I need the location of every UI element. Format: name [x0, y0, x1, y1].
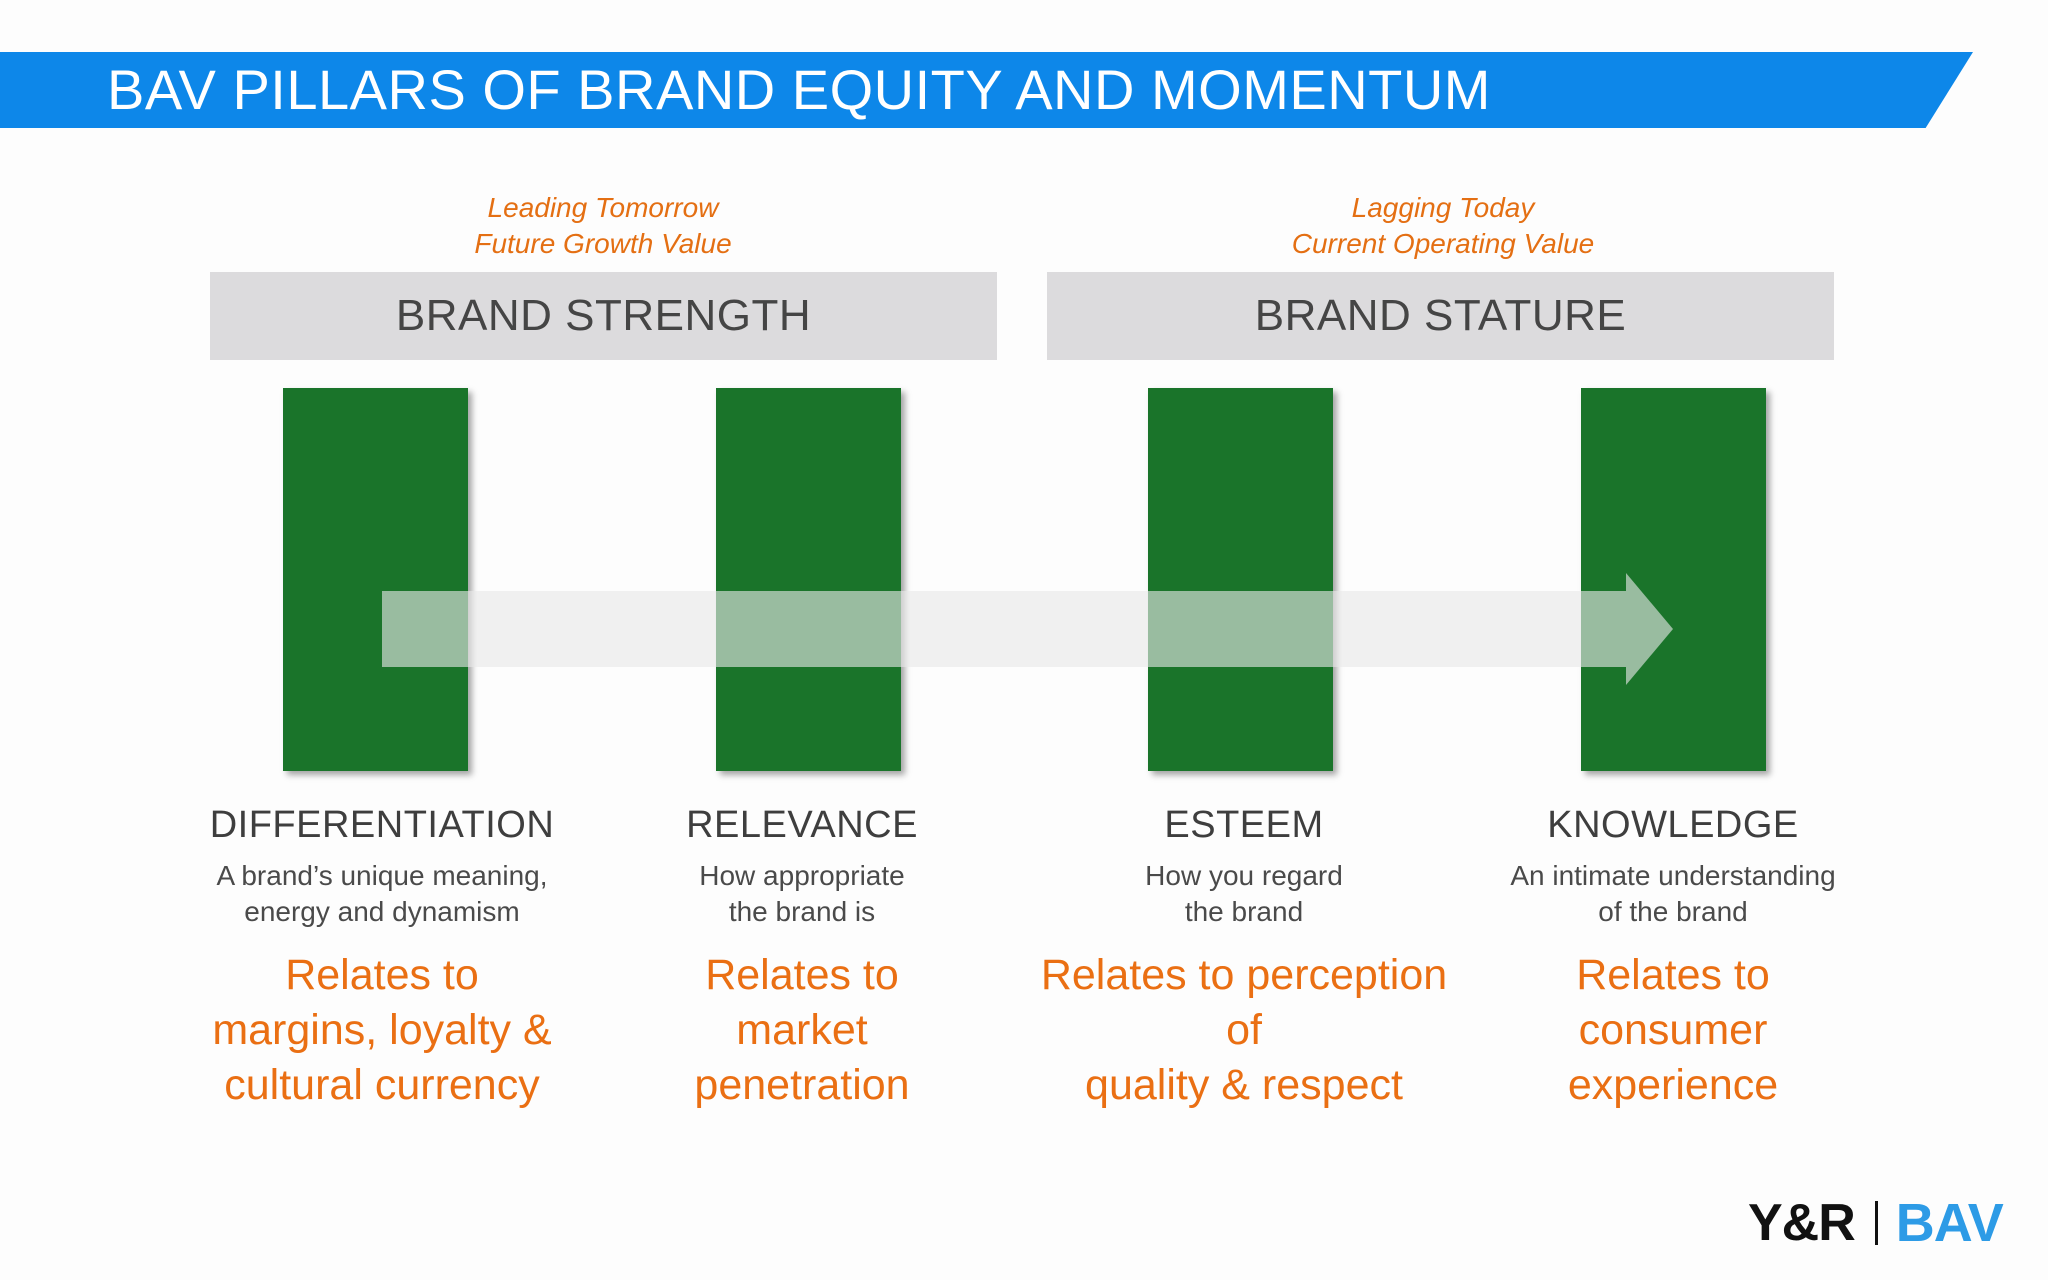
pillar-description: A brand’s unique meaning, energy and dyn… [162, 858, 602, 930]
group-caption-line: Future Growth Value [474, 228, 732, 259]
pillar-name: DIFFERENTIATION [209, 804, 555, 846]
pillar-description-line: the brand [1184, 896, 1304, 927]
pillar-description: How you regard the brand [1024, 858, 1464, 930]
pillar-differentiation [283, 388, 468, 771]
brand-logo: Y&R BAV [1748, 1193, 2004, 1253]
bav-logo-text: BAV [1895, 1193, 2004, 1253]
pillar-column-differentiation: DIFFERENTIATION A brand’s unique meaning… [162, 798, 602, 1113]
pillar-relation-line: of [1226, 1006, 1262, 1054]
group-caption-line: Leading Tomorrow [487, 192, 719, 223]
pillar-relation-line: quality & respect [1085, 1061, 1403, 1109]
pillar-knowledge [1581, 388, 1766, 771]
pillar-relation-line: penetration [694, 1061, 910, 1109]
pillar-name: KNOWLEDGE [1547, 804, 1799, 846]
pillar-relation: Relates to margins, loyalty & cultural c… [162, 948, 602, 1113]
pillar-relation-line: margins, loyalty & [212, 1006, 552, 1054]
pillar-description: How appropriate the brand is [582, 858, 1022, 930]
pillar-description: An intimate understanding of the brand [1453, 858, 1893, 930]
pillar-column-knowledge: KNOWLEDGE An intimate understanding of t… [1453, 798, 1893, 1113]
pillar-relation-line: Relates to [1576, 951, 1770, 999]
group-caption-stature: Lagging Today Current Operating Value [1143, 190, 1743, 262]
title-banner [0, 52, 1973, 128]
yr-logo-text: Y&R [1748, 1194, 1856, 1252]
pillar-relevance [716, 388, 901, 771]
pillar-relation: Relates to market penetration [582, 948, 1022, 1113]
pillar-description-line: the brand is [728, 896, 876, 927]
pillar-description-line: An intimate understanding [1510, 860, 1836, 891]
pillar-relation: Relates to perception of quality & respe… [1024, 948, 1464, 1113]
pillar-relation-line: cultural currency [224, 1061, 540, 1109]
pillar-name: RELEVANCE [686, 804, 918, 846]
pillar-relation-line: market [736, 1006, 868, 1054]
group-caption-line: Current Operating Value [1291, 228, 1595, 259]
pillar-description-line: A brand’s unique meaning, [216, 860, 548, 891]
pillar-relation-line: Relates to [285, 951, 479, 999]
group-box-brand-stature: BRAND STATURE [1047, 272, 1834, 360]
pillar-description-line: of the brand [1598, 896, 1748, 927]
momentum-arrow-shape [382, 573, 1673, 685]
pillar-description-line: How appropriate [699, 860, 905, 891]
pillar-description-line: energy and dynamism [244, 896, 520, 927]
pillar-relation: Relates to consumer experience [1453, 948, 1893, 1113]
pillar-relation-line: Relates to [705, 951, 899, 999]
group-box-brand-strength: BRAND STRENGTH [210, 272, 997, 360]
pillar-relation-line: consumer [1578, 1006, 1768, 1054]
pillar-column-esteem: ESTEEM How you regard the brand Relates … [1024, 798, 1464, 1113]
group-caption-strength: Leading Tomorrow Future Growth Value [303, 190, 903, 262]
pillar-column-relevance: RELEVANCE How appropriate the brand is R… [582, 798, 1022, 1113]
pillar-esteem [1148, 388, 1333, 771]
logo-divider [1874, 1201, 1878, 1245]
pillar-relation-line: experience [1567, 1061, 1779, 1109]
page-title: BAV PILLARS OF BRAND EQUITY AND MOMENTUM [107, 58, 1491, 121]
pillar-description-line: How you regard [1145, 860, 1343, 891]
pillar-relation-line: Relates to perception [1040, 951, 1448, 999]
group-caption-line: Lagging Today [1351, 192, 1535, 223]
pillar-name: ESTEEM [1164, 804, 1324, 846]
